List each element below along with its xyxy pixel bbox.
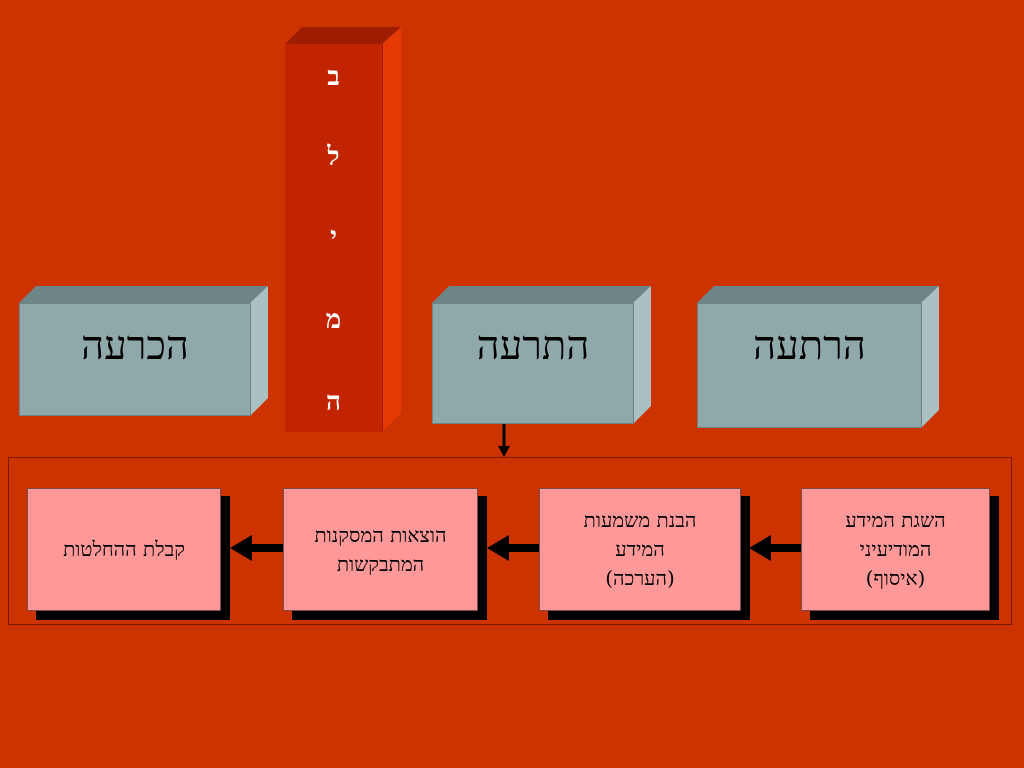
box-middle-front: התרעה bbox=[432, 303, 634, 424]
box-right-label: הרתעה bbox=[753, 323, 866, 369]
box-right-front: הרתעה bbox=[697, 303, 922, 428]
left-arrow-icon-3 bbox=[230, 535, 283, 561]
box-middle-top bbox=[432, 286, 651, 303]
box-left-top bbox=[19, 286, 268, 303]
box-right-side bbox=[921, 286, 939, 428]
box-right: הרתעה bbox=[697, 286, 939, 428]
box-left-front: הכרעה bbox=[19, 303, 251, 416]
process-step-4-label: קבלת ההחלטות bbox=[63, 537, 185, 561]
box-left-label: הכרעה bbox=[81, 323, 189, 369]
process-frame bbox=[8, 457, 1012, 625]
box-left-side bbox=[250, 286, 268, 416]
vertical-column: ב ל י מ ה bbox=[285, 27, 401, 432]
box-middle: התרעה bbox=[432, 286, 651, 424]
vertical-column-top bbox=[285, 27, 401, 44]
left-arrow-icon-1 bbox=[749, 535, 801, 561]
box-right-top bbox=[697, 286, 939, 303]
left-arrow-icon-2 bbox=[487, 535, 539, 561]
box-left: הכרעה bbox=[19, 286, 268, 416]
vertical-column-side bbox=[382, 27, 401, 432]
process-step-1-label: השגת המידע המודיעיני (איסוף) bbox=[845, 508, 946, 590]
vertical-column-front: ב ל י מ ה bbox=[285, 44, 383, 432]
box-middle-side bbox=[633, 286, 651, 424]
process-step-4: קבלת ההחלטות bbox=[27, 488, 221, 611]
process-step-1: השגת המידע המודיעיני (איסוף) bbox=[801, 488, 990, 611]
down-arrow-icon bbox=[498, 424, 510, 457]
box-middle-label: התרעה bbox=[476, 323, 590, 369]
column-letter-2: ל bbox=[327, 142, 340, 172]
process-step-3-label: הוצאות המסקנות המתבקשות bbox=[314, 522, 447, 576]
column-letter-1: ב bbox=[327, 62, 340, 92]
process-step-3: הוצאות המסקנות המתבקשות bbox=[283, 488, 478, 611]
column-letter-5: ה bbox=[326, 387, 341, 417]
process-step-2: הבנת משמעות המידע (הערכה) bbox=[539, 488, 741, 611]
column-letter-4: מ bbox=[325, 305, 342, 335]
column-letter-3: י bbox=[330, 222, 337, 252]
process-step-2-label: הבנת משמעות המידע (הערכה) bbox=[583, 508, 697, 590]
